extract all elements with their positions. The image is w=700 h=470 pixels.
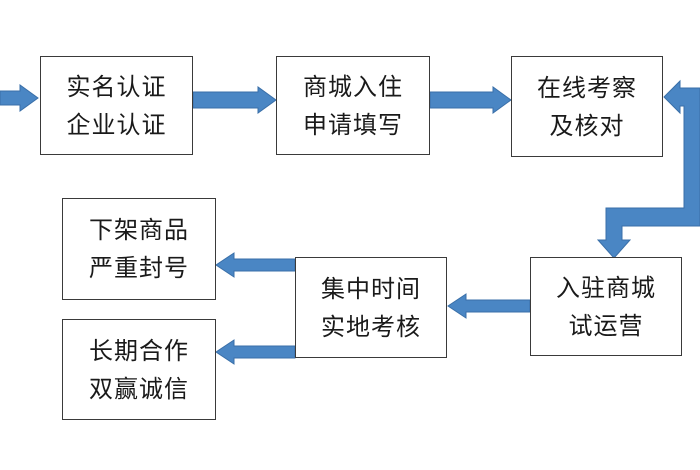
node-apply-line-2: 申请填写 [303,110,403,139]
node-cooperate-line-1: 长期合作 [89,336,189,365]
arrow-entry-to-realname [0,84,39,112]
node-trial: 入驻商城 试运营 [530,257,682,356]
node-review-line-1: 在线考察 [537,73,637,102]
arrow-realname-to-apply [192,86,277,114]
node-realname-line-1: 实名认证 [66,72,167,101]
node-realname: 实名认证 企业认证 [40,56,193,155]
node-cooperate-line-2: 双赢诚信 [89,374,189,403]
arrow-apply-to-review [429,86,512,114]
node-review: 在线考察 及核对 [511,56,663,157]
node-delist-line-2: 严重封号 [89,254,189,282]
node-apply-line-1: 商城入住 [303,72,403,101]
node-trial-line-1: 入驻商城 [556,273,656,302]
node-review-line-2: 及核对 [549,111,625,140]
arrow-trial-to-onsite [447,293,531,319]
node-onsite-line-1: 集中时间 [321,274,421,303]
node-cooperate: 长期合作 双赢诚信 [62,319,216,420]
node-realname-line-2: 企业认证 [66,110,167,139]
node-delist: 下架商品 严重封号 [62,198,216,300]
node-delist-line-1: 下架商品 [89,216,189,244]
arrow-review-to-trial [596,79,700,259]
node-apply: 商城入住 申请填写 [276,56,430,155]
arrow-onsite-to-delist [215,252,296,278]
node-onsite: 集中时间 实地考核 [295,257,447,358]
node-trial-line-2: 试运营 [568,311,644,340]
arrow-onsite-to-cooperate [215,339,296,365]
node-onsite-line-2: 实地考核 [321,312,421,341]
